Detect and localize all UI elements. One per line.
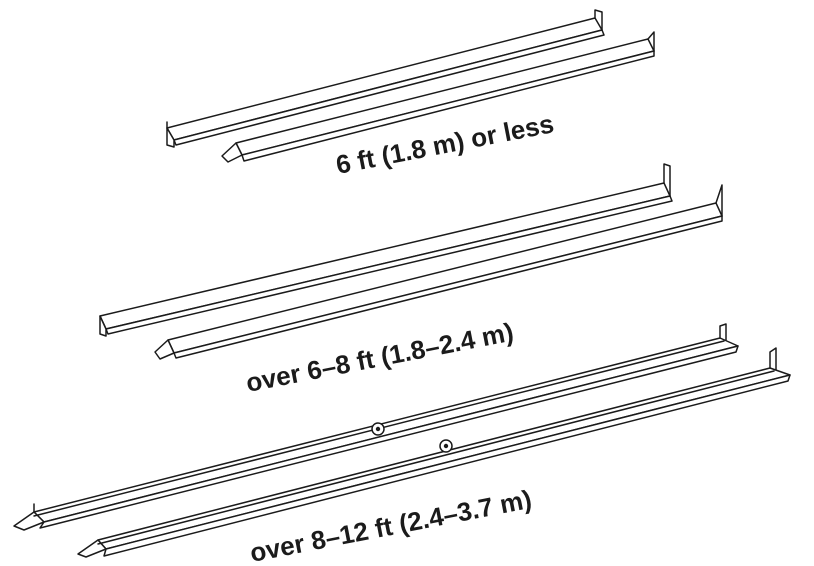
splice-screw-front [439, 439, 453, 453]
rail-group-medium: over 6–8 ft (1.8–2.4 m) [99, 163, 723, 398]
angle-rail-long-front [77, 347, 791, 558]
angle-rail-medium-front [154, 184, 723, 360]
angle-rail-short-front [221, 31, 655, 163]
rail-group-long: over 8–12 ft (2.4–3.7 m) [13, 323, 791, 566]
angle-rail-medium-back [99, 163, 673, 337]
splice-screw-back [371, 422, 385, 436]
angle-rail-short-back [166, 9, 605, 148]
rail-group-short: 6 ft (1.8 m) or less [166, 9, 655, 180]
